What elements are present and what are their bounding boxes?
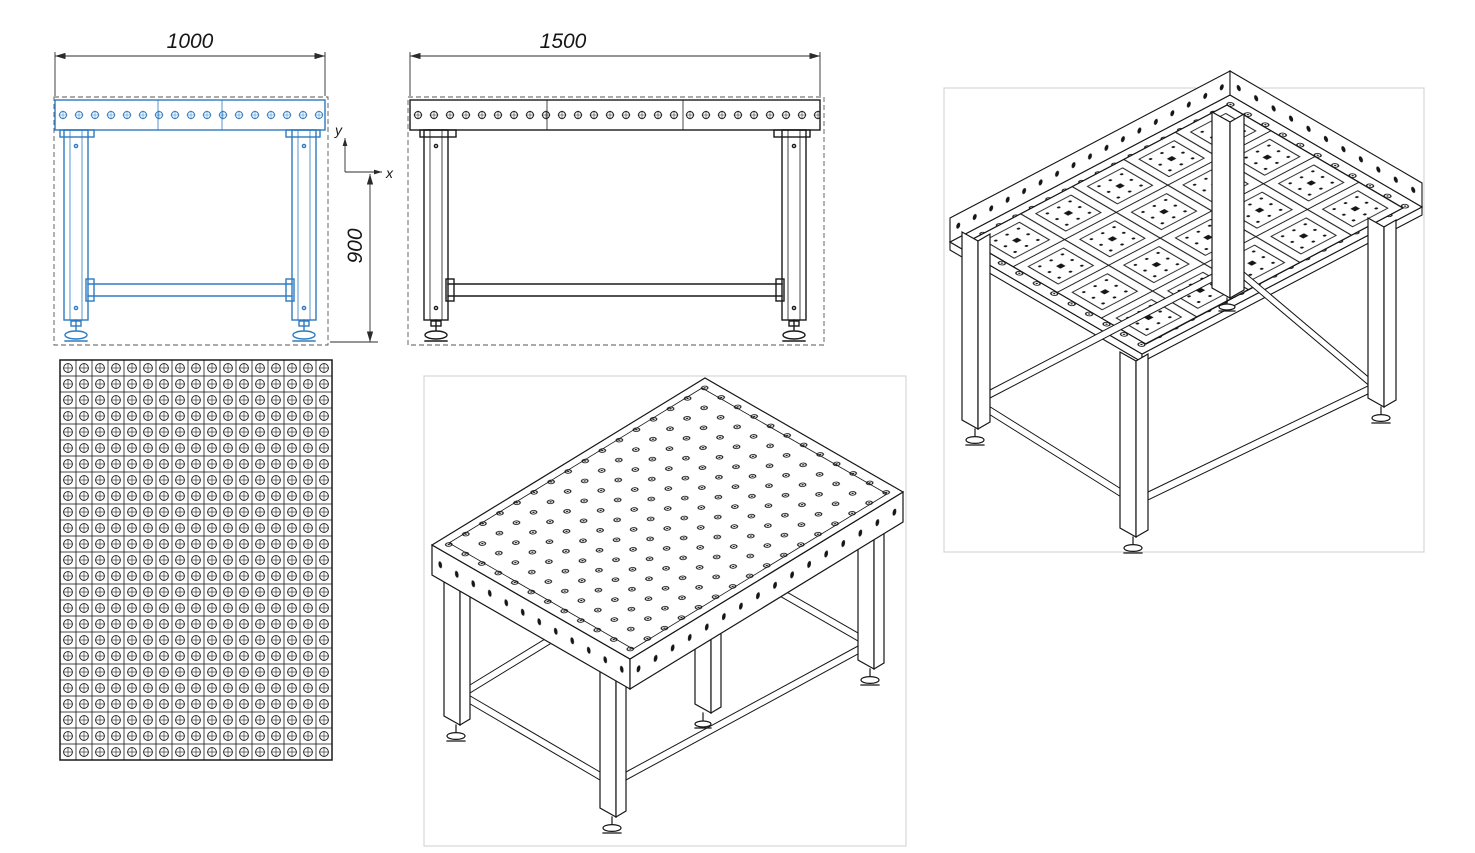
side-table-geometry xyxy=(409,99,821,342)
underside-tabletop xyxy=(948,70,1424,363)
stretcher-plate-right xyxy=(775,278,785,302)
side-overall-outline xyxy=(407,96,825,346)
top-bracket-left xyxy=(59,129,95,138)
stretcher-plate-left xyxy=(85,278,95,302)
axis-label-y: y xyxy=(334,122,343,138)
side-view: 1500 xyxy=(407,30,825,346)
stretcher-front-left xyxy=(975,397,1127,501)
iso-tabletop xyxy=(430,377,905,691)
front-dimensions xyxy=(54,52,382,343)
leg-left xyxy=(423,129,449,321)
tabletop-surface xyxy=(59,359,333,761)
top-view xyxy=(59,359,333,761)
tabletop-surface xyxy=(430,377,905,660)
top-bracket-right xyxy=(285,129,321,138)
leg-right xyxy=(1367,216,1397,424)
dim-height-front: 900 xyxy=(344,228,367,263)
stretcher-plate-left xyxy=(445,278,455,302)
leg-front xyxy=(1119,350,1149,554)
leg-left xyxy=(63,129,89,321)
iso-underside-frame xyxy=(943,87,1425,553)
foot-left xyxy=(64,319,88,342)
stretcher-front-left xyxy=(459,689,601,781)
stretcher-plate-right xyxy=(285,278,295,302)
side-dimensions xyxy=(409,52,821,96)
leg-left xyxy=(961,230,991,446)
front-table-geometry xyxy=(54,99,326,342)
stretcher-back-right xyxy=(1243,270,1373,390)
tabletop-border-line xyxy=(448,387,888,650)
foot-right xyxy=(782,319,806,342)
tabletop-band xyxy=(54,99,326,131)
leg-right xyxy=(857,498,885,686)
stretcher-front-right xyxy=(1147,383,1373,501)
front-view: 1000 900 y x xyxy=(53,30,394,346)
leg-right xyxy=(781,129,807,321)
foot-right xyxy=(292,319,316,342)
foot-left xyxy=(424,319,448,342)
iso-view xyxy=(423,375,907,847)
leg-back xyxy=(1211,110,1245,312)
axis-label-x: x xyxy=(385,165,394,181)
top-bracket-left xyxy=(419,129,457,138)
tabletop-band xyxy=(409,99,821,131)
far-rail-right xyxy=(1229,70,1423,208)
leg-right xyxy=(291,129,317,321)
rib-grid xyxy=(967,104,1405,345)
top-bracket-right xyxy=(773,129,811,138)
iso-view-frame xyxy=(423,375,907,847)
front-overall-outline xyxy=(53,96,329,346)
underside-legs xyxy=(961,110,1397,554)
leg-front xyxy=(599,666,627,834)
underside-lower-frame xyxy=(975,270,1373,501)
iso-underside-view xyxy=(943,70,1425,554)
dim-width-front: 1000 xyxy=(167,30,214,53)
dim-width-side: 1500 xyxy=(540,30,587,53)
